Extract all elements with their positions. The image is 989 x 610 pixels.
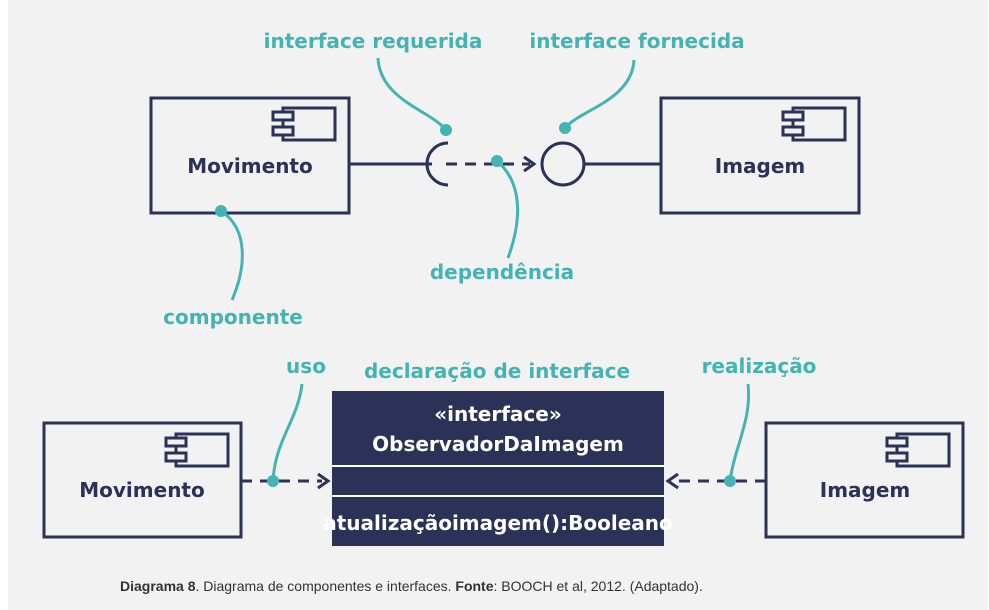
dependency-arrowhead [523, 155, 537, 173]
component-imagem-top: Imagem [659, 96, 861, 215]
provided-interface-circle [540, 141, 586, 187]
component-name: Imagem [820, 478, 911, 502]
component-movimento-top: Movimento [149, 96, 351, 215]
interface-operation: atualizaçãoimagem():Booleano [323, 511, 673, 535]
label-interface-requerida: interface requerida [264, 29, 483, 53]
label-componente: componente [163, 305, 303, 329]
leader-interface-fornecida [563, 59, 636, 130]
component-icon [781, 106, 847, 142]
leader-dot [491, 155, 503, 167]
caption-source: : BOOCH et al, 2012. (Adaptado). [493, 578, 703, 594]
leader-componente [220, 209, 244, 301]
component-box [659, 96, 861, 215]
realization-arrowhead [665, 472, 679, 490]
interface-name: ObservadorDaImagem [372, 432, 624, 456]
component-name: Imagem [715, 154, 806, 178]
component-name: Movimento [79, 478, 204, 502]
leader-dot [215, 205, 227, 217]
figure-caption: Diagrama 8. Diagrama de componentes e in… [120, 578, 703, 594]
component-icon [885, 432, 951, 468]
component-diagram: Movimento Imagem interface requerida int… [42, 29, 965, 546]
caption-title: . Diagrama de componentes e interfaces. [195, 578, 456, 594]
interface-stereotype: «interface» [434, 402, 562, 426]
component-box [149, 96, 351, 215]
component-imagem-bottom: Imagem [764, 421, 965, 539]
label-interface-fornecida: interface fornecida [529, 29, 744, 53]
leader-dot [440, 124, 452, 136]
component-name: Movimento [187, 154, 312, 178]
interface-declaration-box: «interface» ObservadorDaImagem atualizaç… [323, 391, 673, 546]
interface-box-bg [332, 391, 664, 546]
component-icon [164, 432, 230, 468]
caption-diagram-number: Diagrama 8 [120, 578, 196, 594]
leader-dot [559, 122, 571, 134]
label-uso: uso [286, 354, 326, 378]
component-movimento-bottom: Movimento [42, 421, 243, 539]
caption-source-label: Fonte [455, 578, 494, 594]
label-realizacao: realização [702, 354, 817, 378]
required-interface-socket [425, 141, 449, 187]
leader-dependencia [496, 159, 520, 259]
leader-dot [724, 475, 736, 487]
label-dependencia: dependência [430, 260, 574, 284]
leader-interface-requerida [376, 57, 448, 131]
leader-realizacao [728, 383, 751, 482]
leader-dot [267, 475, 279, 487]
label-declaracao-interface: declaração de interface [364, 359, 630, 383]
component-icon [271, 106, 337, 142]
usage-arrowhead [317, 472, 331, 490]
leader-uso [271, 383, 304, 482]
